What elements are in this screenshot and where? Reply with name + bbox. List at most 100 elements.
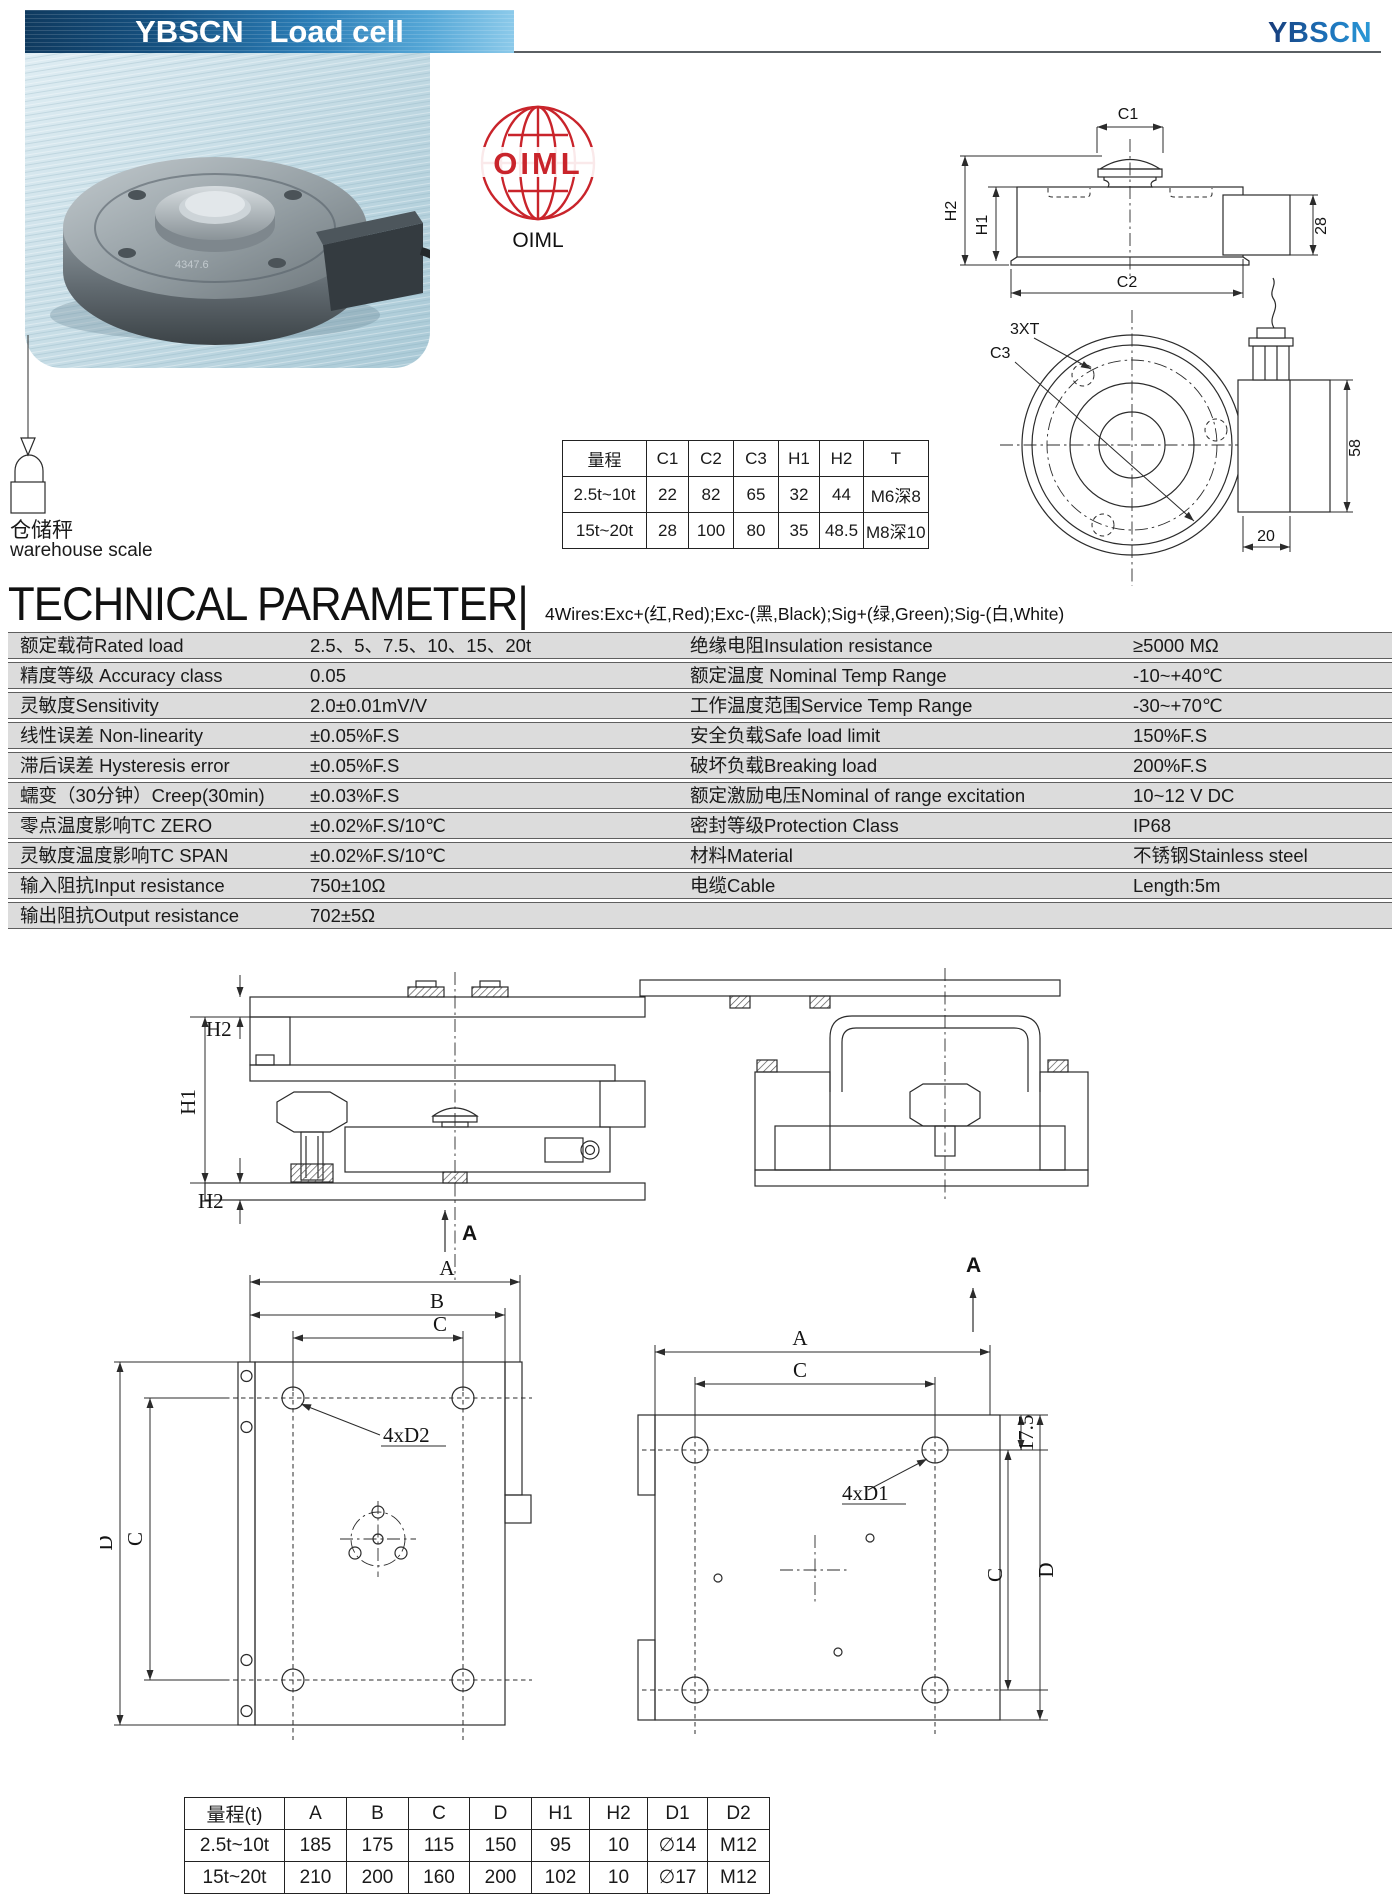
table-cell: 82 [688,476,734,513]
table-cell: 100 [688,512,734,549]
table-header-cell: T [863,440,929,477]
header-divider [25,51,1381,53]
param-label: 精度等级 Accuracy class [20,665,223,686]
param-label: 破坏负载Breaking load [690,755,878,776]
param-value: 150%F.S [1133,725,1208,746]
param-label: 额定载荷Rated load [20,635,184,656]
table-header-cell: B [346,1797,409,1830]
oiml-caption: OIML [512,229,563,252]
application-label-cn: 仓储秤 [10,519,73,542]
param-value: ±0.05%F.S [310,725,400,746]
dim-label-d: D [100,1535,117,1550]
table-cell: M12 [707,1829,770,1862]
param-label: 安全负载Safe load limit [690,725,881,746]
mounting-table: 量程(t) A B C D H1 H2 D1 D2 2.5t~10t 185 1… [184,1797,770,1894]
table-header-cell: A [284,1797,347,1830]
table-row: 2.5t~10t 22 82 65 32 44 M6深8 [562,476,929,513]
application-label-en: warehouse scale [10,540,153,561]
param-label: 输入阻抗Input resistance [20,875,225,896]
table-cell: 200 [346,1861,409,1894]
param-row: 输出阻抗Output resistance 702±5Ω [8,902,1392,929]
param-label: 绝缘电阻Insulation resistance [690,635,933,656]
section-title: TECHNICAL PARAMETER| [8,577,529,630]
dim-label-h2: H2 [206,1017,232,1041]
table-cell: ∅14 [647,1829,708,1862]
dim-label-c1: C1 [1118,106,1139,123]
table-cell: 80 [733,512,779,549]
dim-label-h1: H1 [176,1089,200,1115]
header-bar: YBSCN Load cell [25,10,514,53]
param-row: 滞后误差 Hysteresis error ±0.05%F.S 破坏负载Brea… [8,752,1392,779]
table-row: 15t~20t 210 200 160 200 102 10 ∅17 M12 [184,1861,770,1894]
table-header-row: 量程(t) A B C D H1 H2 D1 D2 [184,1797,770,1830]
table-cell: 22 [646,476,689,513]
table-cell: M6深8 [863,476,929,513]
dim-label-a: A [792,1326,808,1350]
assembly-side-view-left: H1 H2 H2 A [176,972,646,1280]
param-label: 工作温度范围Service Temp Range [690,695,973,716]
param-label: 输出阻抗Output resistance [20,905,239,926]
svg-text:4347.6: 4347.6 [175,259,209,271]
assembly-side-view-right [639,968,1089,1200]
dim-label-c: C [983,1568,1007,1582]
table-cell: 10 [589,1829,648,1862]
param-label: 蠕变（30分钟）Creep(30min) [20,785,265,806]
down-arrow-icon [20,437,36,457]
param-label: 密封等级Protection Class [690,815,899,836]
table-header-cell: 量程(t) [184,1797,285,1830]
oiml-logo-text: OIML [493,146,583,181]
param-row: 输入阻抗Input resistance 750±10Ω 电缆Cable Len… [8,872,1392,899]
dim-label-3xt: 3XT [1010,321,1040,338]
table-cell: 10 [589,1861,648,1894]
dim-label-c2: C2 [1117,274,1138,291]
table-header-cell: 量程 [562,440,647,477]
dim-label-h2: H2 [943,201,960,222]
table-header-row: 量程 C1 C2 C3 H1 H2 T [562,440,929,477]
table-header-cell: C [408,1797,470,1830]
param-value: ±0.03%F.S [310,785,400,806]
dim-label-17-5: 17.5 [1014,1415,1038,1452]
table-row: 15t~20t 28 100 80 35 48.5 M8深10 [562,512,929,549]
table-cell: 28 [646,512,689,549]
section-marker-a: A [966,1254,981,1277]
param-value: 0.05 [310,665,347,686]
page-title: YBSCN Load cell [135,14,404,49]
table-cell: 48.5 [819,512,864,549]
param-row: 额定载荷Rated load 2.5、5、7.5、10、15、20t 绝缘电阻I… [8,632,1392,659]
hole-callout-4xd1: 4xD1 [842,1481,889,1505]
dim-label-h2: H2 [198,1189,224,1213]
parameter-table: 额定载荷Rated load 2.5、5、7.5、10、15、20t 绝缘电阻I… [8,632,1392,932]
dim-label-28: 28 [1313,217,1330,235]
param-value: 2.5、5、7.5、10、15、20t [310,635,532,656]
table-cell: 32 [778,476,820,513]
param-label: 额定温度 Nominal Temp Range [690,665,947,686]
param-value: 702±5Ω [310,905,376,926]
param-value: ±0.02%F.S/10℃ [310,815,446,836]
table-cell: 2.5t~10t [184,1829,285,1862]
dim-label-c: C [433,1312,447,1336]
param-row: 零点温度影响TC ZERO ±0.02%F.S/10℃ 密封等级Protecti… [8,812,1392,839]
param-row: 线性误差 Non-linearity ±0.05%F.S 安全负载Safe lo… [8,722,1392,749]
param-value: ±0.02%F.S/10℃ [310,845,446,866]
dim-label-d: D [1034,1562,1058,1577]
table-cell: 65 [733,476,779,513]
table-header-cell: D2 [707,1797,770,1830]
table-header-cell: C2 [688,440,734,477]
param-value: -30~+70℃ [1133,695,1223,716]
param-value: ≥5000 MΩ [1133,635,1219,656]
dim-label-c3: C3 [990,345,1011,362]
param-value: 750±10Ω [310,875,386,896]
product-photo: 4347.6 [25,53,430,368]
param-row: 精度等级 Accuracy class 0.05 额定温度 Nominal Te… [8,662,1392,689]
param-row: 灵敏度温度影响TC SPAN ±0.02%F.S/10℃ 材料Material … [8,842,1392,869]
table-header-cell: D [469,1797,532,1830]
table-cell: 44 [819,476,864,513]
dim-label-b: B [430,1289,444,1313]
table-cell: 200 [469,1861,532,1894]
table-header-cell: H2 [819,440,864,477]
param-row: 灵敏度Sensitivity 2.0±0.01mV/V 工作温度范围Servic… [8,692,1392,719]
param-label: 额定激励电压Nominal of range excitation [690,785,1026,806]
table-header-cell: C3 [733,440,779,477]
dim-label-58: 58 [1347,439,1364,457]
